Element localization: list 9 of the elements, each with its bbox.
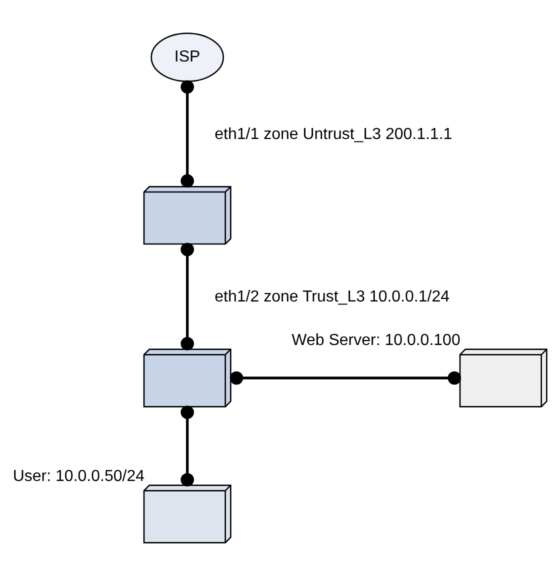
connector [180, 242, 194, 350]
edge-label: eth1/2 zone Trust_L3 10.0.0.1/24 [214, 288, 450, 306]
node-label: Web Server: 10.0.0.100 [292, 332, 460, 349]
edge-label: eth1/1 zone Untrust_L3 200.1.1.1 [214, 126, 452, 143]
node-label: User: 10.0.0.50/24 [12, 468, 144, 485]
connector [180, 406, 194, 486]
connector [230, 371, 462, 385]
connector [180, 80, 194, 188]
node-ellipse: ISP [150, 32, 224, 82]
